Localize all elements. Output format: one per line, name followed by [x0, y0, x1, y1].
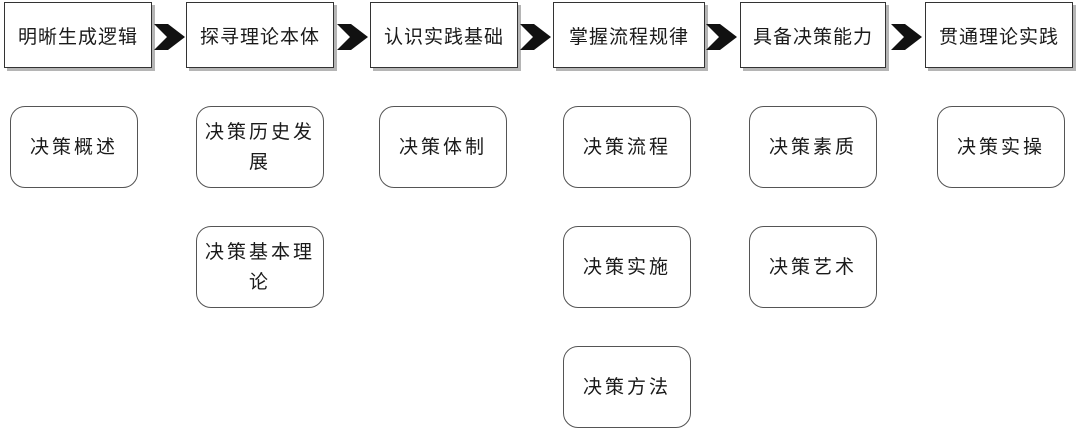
arrow-right-icon — [520, 24, 551, 50]
item-label: 决策体制 — [398, 136, 487, 158]
item-box: 决策实操 — [937, 106, 1065, 188]
arrow-shape — [891, 24, 922, 50]
item-label: 决策方法 — [582, 376, 671, 398]
item-box: 决策历史发展 — [196, 106, 324, 188]
stage-box: 贯通理论实践 — [925, 2, 1073, 68]
stage-box: 具备决策能力 — [740, 2, 886, 68]
arrow-right-icon — [891, 24, 922, 50]
item-label: 决策素质 — [768, 136, 857, 158]
arrow-right-icon — [706, 24, 737, 50]
item-label: 决策历史发展 — [205, 121, 316, 173]
item-label: 决策实操 — [956, 136, 1045, 158]
stage-box: 明晰生成逻辑 — [4, 2, 152, 68]
item-box: 决策素质 — [749, 106, 877, 188]
item-label: 决策概述 — [29, 136, 118, 158]
arrow-shape — [154, 24, 185, 50]
item-box: 决策方法 — [563, 346, 691, 428]
arrow-shape — [706, 24, 737, 50]
arrow-shape — [337, 24, 368, 50]
item-label: 决策流程 — [582, 136, 671, 158]
stage-box: 认识实践基础 — [370, 2, 518, 68]
stage-box: 掌握流程规律 — [553, 2, 705, 68]
item-box: 决策流程 — [563, 106, 691, 188]
item-box: 决策实施 — [563, 226, 691, 308]
item-box: 决策概述 — [10, 106, 138, 188]
item-box: 决策基本理论 — [196, 226, 324, 308]
stage-box: 探寻理论本体 — [186, 2, 334, 68]
arrow-right-icon — [337, 24, 368, 50]
item-box: 决策艺术 — [749, 226, 877, 308]
item-label: 决策实施 — [582, 256, 671, 278]
arrow-right-icon — [154, 24, 185, 50]
arrow-shape — [520, 24, 551, 50]
item-box: 决策体制 — [379, 106, 507, 188]
item-label: 决策基本理论 — [205, 241, 316, 293]
item-label: 决策艺术 — [768, 256, 857, 278]
